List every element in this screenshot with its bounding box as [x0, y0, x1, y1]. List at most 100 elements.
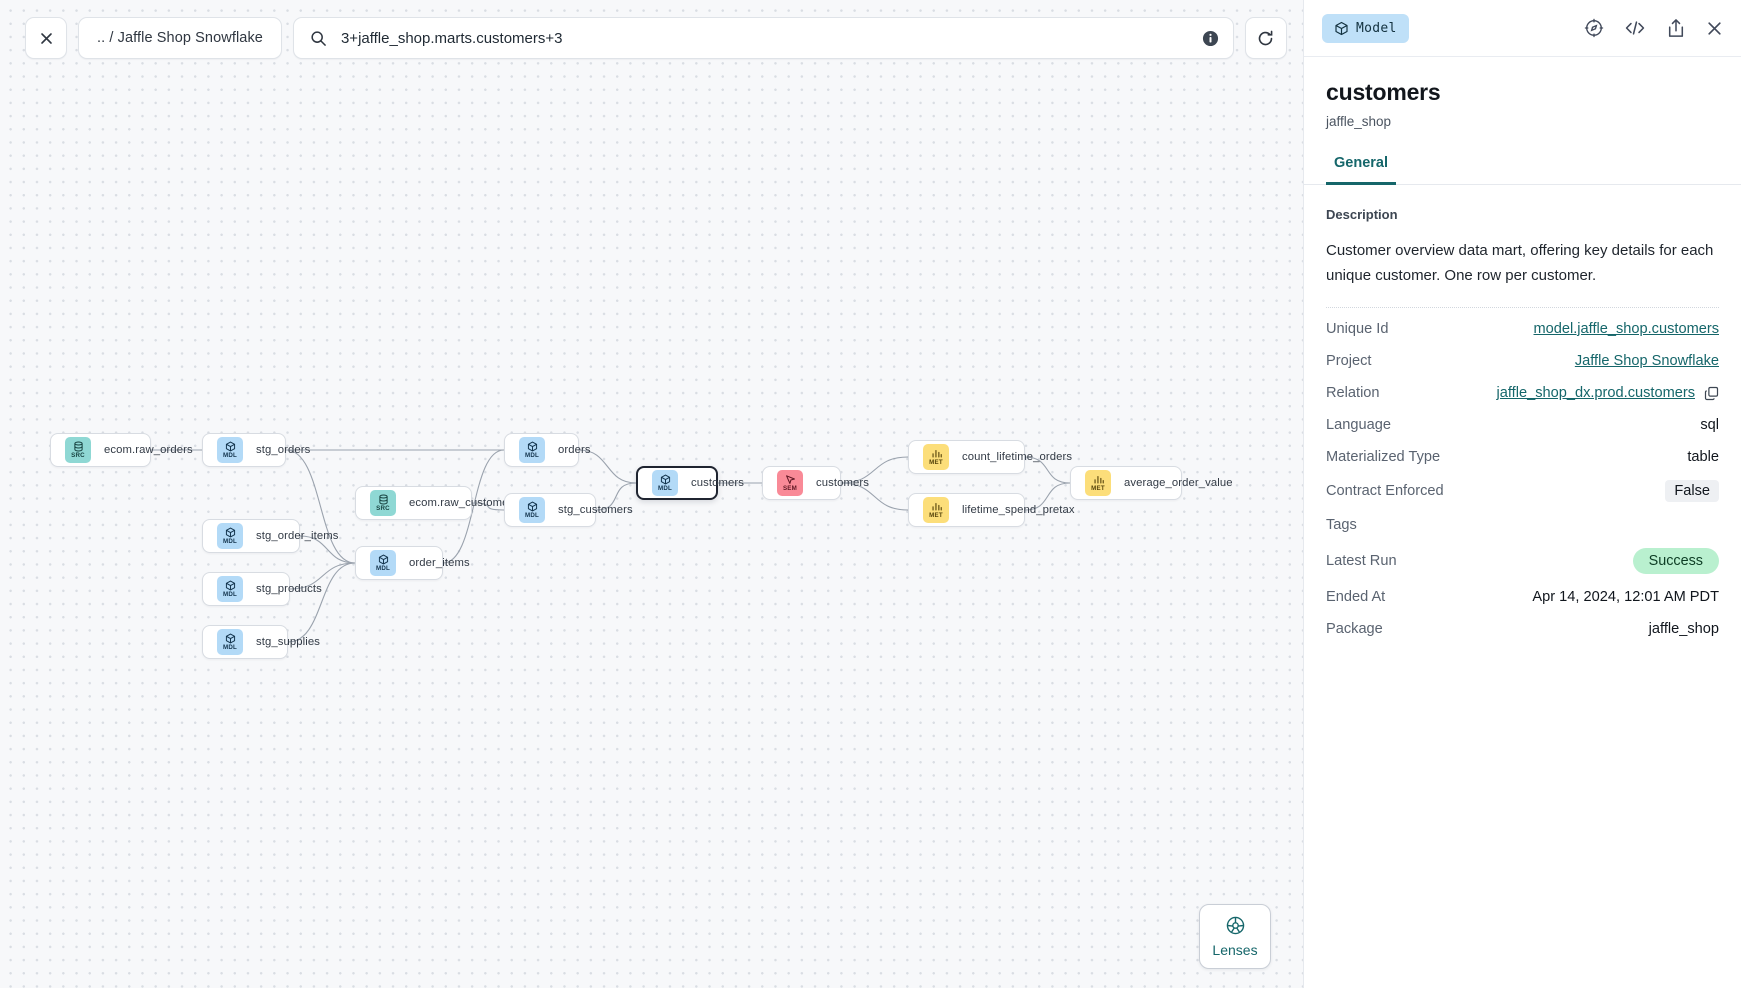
field-row-language: Language sql — [1326, 409, 1719, 441]
field-key: Tags — [1326, 517, 1357, 533]
panel-body: Description Customer overview data mart,… — [1304, 185, 1741, 988]
aperture-icon — [1225, 915, 1246, 936]
mdl-type-icon: MDL — [217, 629, 243, 655]
graph-node-label: orders — [558, 444, 591, 456]
info-icon[interactable] — [1202, 30, 1219, 47]
focus-icon[interactable] — [1584, 18, 1604, 38]
code-icon[interactable] — [1624, 18, 1646, 38]
graph-node-orders[interactable]: MDL orders — [504, 433, 591, 467]
field-row-relation: Relation jaffle_shop_dx.prod.customers — [1326, 377, 1719, 409]
graph-node-label: stg_products — [256, 583, 322, 595]
lenses-button[interactable]: Lenses — [1199, 904, 1271, 969]
graph-node-average_order_value[interactable]: MET average_order_value — [1070, 466, 1233, 500]
graph-node-label: ecom.raw_orders — [104, 444, 193, 456]
mdl-type-icon: MDL — [370, 550, 396, 576]
field-key: Unique Id — [1326, 321, 1389, 337]
canvas-toolbar: .. / Jaffle Shop Snowflake — [25, 17, 1287, 59]
panel-tabs: General — [1304, 155, 1741, 185]
mdl-type-icon: MDL — [217, 523, 243, 549]
field-key: Language — [1326, 417, 1391, 433]
mdl-type-icon: MDL — [519, 437, 545, 463]
cube-icon — [1334, 21, 1349, 36]
graph-node-stg_supplies[interactable]: MDL stg_supplies — [202, 625, 320, 659]
share-icon[interactable] — [1666, 18, 1686, 39]
graph-node-label: count_lifetime_orders — [962, 451, 1073, 463]
panel-header: Model — [1304, 0, 1741, 57]
field-key: Materialized Type — [1326, 449, 1441, 465]
field-key: Latest Run — [1326, 553, 1397, 569]
refresh-icon — [1256, 29, 1275, 48]
graph-node-label: average_order_value — [1124, 477, 1233, 489]
field-row-materialized-type: Materialized Type table — [1326, 441, 1719, 473]
graph-node-label: stg_customers — [558, 504, 633, 516]
breadcrumb-label: .. / Jaffle Shop Snowflake — [97, 30, 263, 46]
refresh-button[interactable] — [1244, 17, 1287, 59]
divider — [1326, 307, 1719, 308]
graph-node-customers_model[interactable]: MDL customers — [636, 466, 744, 500]
src-type-icon: SRC — [65, 437, 91, 463]
node-type-label: Model — [1356, 20, 1397, 36]
project-link[interactable]: Jaffle Shop Snowflake — [1574, 353, 1719, 369]
contract-enforced-value: False — [1665, 480, 1719, 502]
src-type-icon: SRC — [370, 490, 396, 516]
graph-node-label: order_items — [409, 557, 470, 569]
graph-node-label: customers — [691, 477, 745, 489]
page-title: customers — [1326, 79, 1441, 105]
graph-node-label: stg_order_items — [256, 530, 339, 542]
lineage-search[interactable] — [292, 17, 1234, 59]
close-icon[interactable] — [1706, 20, 1723, 37]
details-panel: Model — [1303, 0, 1741, 988]
met-type-icon: MET — [923, 444, 949, 470]
met-type-icon: MET — [1085, 470, 1111, 496]
mdl-type-icon: MDL — [217, 437, 243, 463]
mdl-type-icon: MDL — [519, 497, 545, 523]
graph-node-label: lifetime_spend_pretax — [962, 504, 1075, 516]
language-value: sql — [1700, 417, 1719, 433]
relation-link[interactable]: jaffle_shop_dx.prod.customers — [1496, 385, 1695, 401]
graph-node-stg_customers[interactable]: MDL stg_customers — [504, 493, 633, 527]
field-row-ended-at: Ended At Apr 14, 2024, 12:01 AM PDT — [1326, 581, 1719, 613]
field-key: Contract Enforced — [1326, 483, 1444, 499]
graph-node-ecom_raw_orders[interactable]: SRC ecom.raw_orders — [50, 433, 193, 467]
status-badge[interactable]: Success — [1632, 548, 1719, 574]
graph-node-ecom_raw_customers[interactable]: SRC ecom.raw_customers — [355, 486, 518, 520]
graph-node-label: ecom.raw_customers — [409, 497, 519, 509]
graph-node-stg_orders[interactable]: MDL stg_orders — [202, 433, 310, 467]
graph-node-count_lifetime_orders[interactable]: MET count_lifetime_orders — [908, 440, 1072, 474]
field-key: Ended At — [1326, 589, 1386, 605]
tab-general[interactable]: General — [1326, 155, 1396, 185]
lenses-label: Lenses — [1212, 942, 1258, 958]
panel-action-icons — [1584, 18, 1723, 39]
graph-node-label: customers — [816, 477, 870, 489]
search-icon — [310, 30, 327, 47]
graph-node-lifetime_spend_pretax[interactable]: MET lifetime_spend_pretax — [908, 493, 1075, 527]
search-input[interactable] — [338, 28, 1202, 48]
breadcrumb[interactable]: .. / Jaffle Shop Snowflake — [78, 17, 282, 59]
sem-type-icon: SEM — [777, 470, 803, 496]
copy-icon[interactable] — [1704, 386, 1719, 401]
close-icon — [39, 31, 54, 46]
field-key: Relation — [1326, 385, 1380, 401]
field-row-latest-run: Latest Run Success — [1326, 541, 1719, 581]
field-row-project: Project Jaffle Shop Snowflake — [1326, 345, 1719, 377]
close-lineage-button[interactable] — [25, 17, 67, 59]
graph-node-customers_semantic[interactable]: SEM customers — [762, 466, 869, 500]
mdl-type-icon: MDL — [652, 470, 678, 496]
graph-node-stg_products[interactable]: MDL stg_products — [202, 572, 322, 606]
panel-title-block: customers jaffle_shop — [1304, 57, 1741, 129]
graph-node-stg_order_items[interactable]: MDL stg_order_items — [202, 519, 338, 553]
materialized-type-value: table — [1687, 449, 1719, 465]
unique-id-link[interactable]: model.jaffle_shop.customers — [1533, 321, 1720, 337]
graph-node-order_items[interactable]: MDL order_items — [355, 546, 470, 580]
description-label: Description — [1326, 207, 1398, 222]
graph-node-label: stg_orders — [256, 444, 311, 456]
page-subtitle: jaffle_shop — [1326, 114, 1392, 129]
graph-node-label: stg_supplies — [256, 636, 321, 648]
mdl-type-icon: MDL — [217, 576, 243, 602]
met-type-icon: MET — [923, 497, 949, 523]
field-row-contract-enforced: Contract Enforced False — [1326, 473, 1719, 509]
field-key: Package — [1326, 621, 1383, 637]
package-value: jaffle_shop — [1648, 621, 1719, 637]
